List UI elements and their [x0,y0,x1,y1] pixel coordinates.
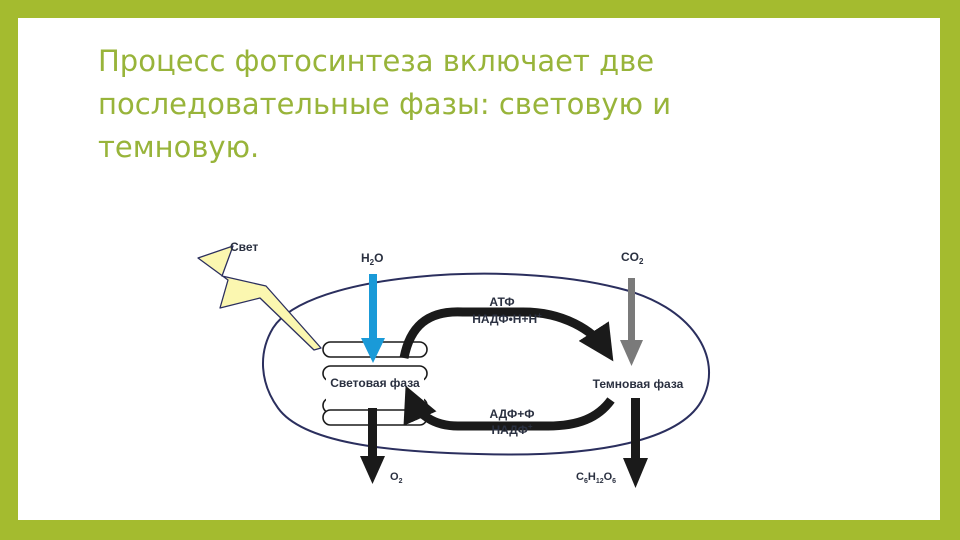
water-label-main: H [361,251,370,265]
co2-arrow [620,278,643,366]
photosynthesis-diagram: Свет H2O CO2 АТФ НАДФ•Н+Н+ Световая фаза… [178,218,728,498]
atp-label: АТФ [489,295,514,309]
nadp-label: НАДФ+ [491,422,532,437]
co2-label: CO2 [621,250,644,266]
glucose-label: C6H12O6 [576,471,616,485]
adp-label: АДФ+Ф [490,407,535,421]
glucose-arrow [623,398,648,488]
oxygen-arrow [360,408,385,484]
co2-label-subscript: 2 [639,257,644,266]
co2-label-main: CO [621,250,639,264]
slide: Процесс фотосинтеза включает две последо… [18,18,940,520]
nadph-label-superscript: + [537,311,542,320]
water-label-subscript: 2 [370,258,375,267]
oxygen-label: O2 [390,471,403,485]
nadp-label-superscript: + [528,422,533,431]
glucose-o-subscript: 6 [612,478,616,485]
water-label: H2O [361,251,383,267]
chloroplast-outline [262,272,711,456]
lightning-icon [197,245,322,351]
dark-phase-label: Темновая фаза [593,377,684,391]
glucose-c: C [576,471,584,483]
glucose-o: O [604,471,613,483]
light-phase-label: Световая фаза [330,376,420,390]
water-arrow [361,274,385,363]
glucose-c-subscript: 6 [584,478,588,485]
oxygen-label-subscript: 2 [399,478,403,485]
light-label: Свет [230,240,258,254]
nadph-label-main: НАДФ•Н+Н [472,312,537,326]
water-label-tail: O [374,251,383,265]
glucose-h-subscript: 12 [596,478,604,485]
glucose-h: H [588,471,596,483]
nadph-label: НАДФ•Н+Н+ [472,311,542,326]
oxygen-label-main: O [390,471,399,483]
nadp-label-main: НАДФ [491,423,527,437]
slide-title: Процесс фотосинтеза включает две последо… [98,44,672,164]
atp-nadph-arrow [399,307,614,362]
adp-nadp-arrow [403,385,615,431]
